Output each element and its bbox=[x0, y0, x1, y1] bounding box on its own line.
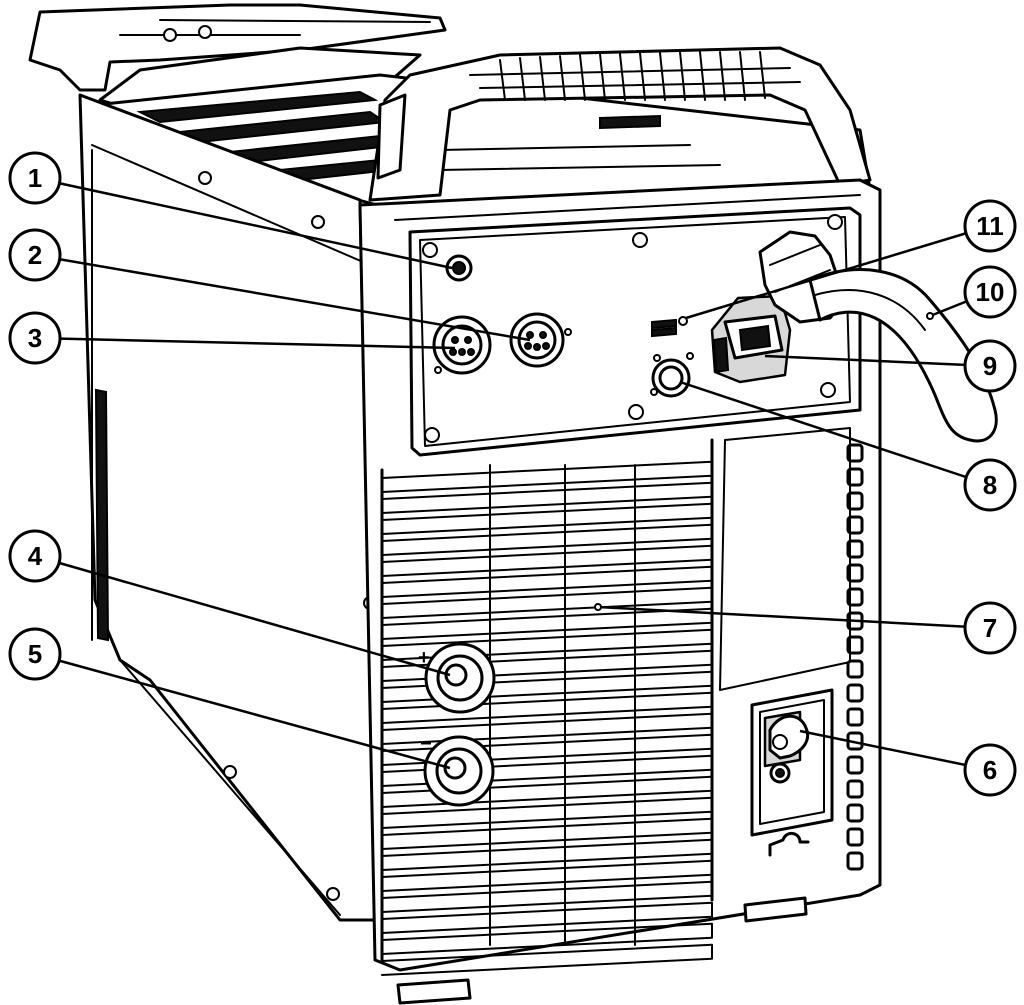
callouts: 1 2 3 4 5 6 7 8 bbox=[8, 151, 1017, 797]
side-slot bbox=[846, 683, 864, 703]
callout-6-label: 6 bbox=[983, 755, 997, 785]
side-slot bbox=[846, 755, 864, 775]
callout-11-label: 11 bbox=[976, 211, 1004, 241]
side-slot bbox=[846, 539, 864, 559]
connector-panel bbox=[408, 206, 862, 457]
callout-8: 8 bbox=[963, 458, 1017, 512]
callout-9-label: 9 bbox=[983, 351, 997, 381]
main-power-switch bbox=[710, 294, 792, 384]
callout-3: 3 bbox=[8, 311, 62, 365]
side-slot bbox=[846, 467, 864, 487]
leader-lines bbox=[34, 176, 991, 772]
side-slot bbox=[846, 803, 864, 823]
callout-7: 7 bbox=[963, 601, 1017, 655]
left-side-grille bbox=[94, 388, 110, 642]
callout-5-label: 5 bbox=[28, 639, 42, 669]
side-slot bbox=[846, 635, 864, 655]
vent-frame bbox=[380, 438, 714, 962]
side-slot bbox=[846, 827, 864, 847]
callout-2: 2 bbox=[8, 228, 62, 282]
side-slot bbox=[846, 587, 864, 607]
callout-4-label: 4 bbox=[28, 541, 43, 571]
coolant-hose-connection bbox=[750, 688, 834, 857]
side-slot bbox=[846, 659, 864, 679]
carry-handle bbox=[368, 46, 872, 202]
side-slot bbox=[846, 491, 864, 511]
callout-6: 6 bbox=[963, 743, 1017, 797]
callout-11: 11 bbox=[963, 199, 1017, 253]
side-slot bbox=[846, 779, 864, 799]
callout-10-label: 10 bbox=[976, 277, 1005, 307]
side-slot bbox=[846, 515, 864, 535]
front-vent-grille bbox=[380, 438, 714, 976]
vent-slat bbox=[381, 901, 713, 934]
callout-8-label: 8 bbox=[983, 470, 997, 500]
callout-2-label: 2 bbox=[28, 240, 42, 270]
side-slot bbox=[846, 851, 864, 871]
callout-1-label: 1 bbox=[28, 163, 42, 193]
vent-slat bbox=[381, 943, 713, 976]
control-socket-2 bbox=[509, 312, 572, 368]
side-slot bbox=[846, 563, 864, 583]
right-side-slots bbox=[846, 443, 864, 871]
rating-label bbox=[651, 316, 688, 338]
callout-7-label: 7 bbox=[983, 613, 997, 643]
callout-10: 10 bbox=[963, 265, 1017, 319]
rating-plate-area bbox=[719, 427, 851, 691]
handle-grip-ribs bbox=[499, 51, 766, 101]
callout-1: 1 bbox=[8, 151, 62, 205]
callout-5: 5 bbox=[8, 627, 62, 681]
side-slot bbox=[846, 707, 864, 727]
callout-3-label: 3 bbox=[28, 323, 42, 353]
negative-symbol: − bbox=[420, 733, 432, 755]
positive-symbol: + bbox=[418, 647, 430, 669]
positive-terminal: + bbox=[418, 642, 496, 714]
machine-feet bbox=[396, 896, 808, 1005]
vent-slat bbox=[381, 922, 713, 955]
mains-cable bbox=[808, 268, 998, 443]
callout-9: 9 bbox=[963, 339, 1017, 393]
negative-terminal: − bbox=[420, 733, 495, 807]
side-slot bbox=[846, 443, 864, 463]
gas-connector bbox=[650, 352, 694, 398]
callout-4: 4 bbox=[8, 529, 62, 583]
